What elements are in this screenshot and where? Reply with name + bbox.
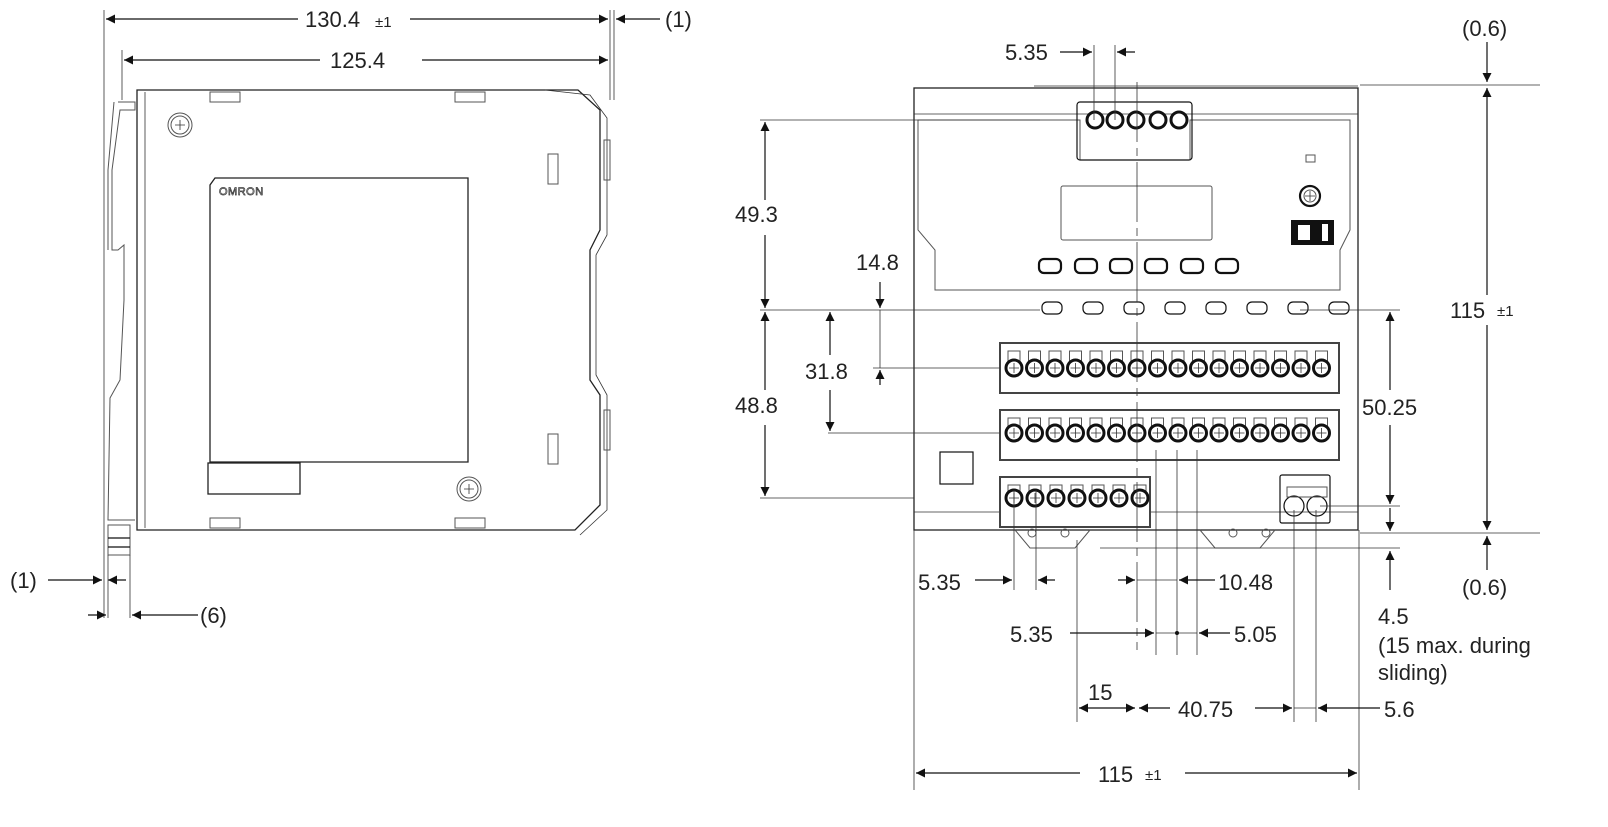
button-row xyxy=(1037,257,1240,275)
terminal-hole xyxy=(1148,110,1168,130)
product-label: OMRON xyxy=(207,177,469,495)
terminal-hole xyxy=(1085,110,1105,130)
terminal-block-row-3 xyxy=(999,476,1151,528)
indicator-icon xyxy=(1305,154,1316,163)
terminal-block-row-2 xyxy=(999,409,1340,461)
display-window xyxy=(1060,185,1213,241)
dim-overall-depth-tol: ±1 xyxy=(375,14,392,31)
side-view: OMRON 130.4 ±1 (1) 125.4 (1) (6) xyxy=(10,7,692,628)
dim-upper-height: 49.3 xyxy=(735,202,778,227)
led-row xyxy=(1041,301,1350,315)
adjust-dial-icon xyxy=(1298,184,1322,208)
panel-button[interactable] xyxy=(1108,257,1134,275)
dim-top-pitch: 5.35 xyxy=(1005,40,1048,65)
terminal-block-row-1 xyxy=(999,342,1340,394)
dim-mid-pitch: 5.35 xyxy=(1010,622,1053,647)
dim-terminal-span: 50.25 xyxy=(1362,395,1417,420)
dim-overall-width-tol: ±1 xyxy=(1145,767,1162,784)
panel-button[interactable] xyxy=(1073,257,1099,275)
front-view: 5.35 49.3 48.8 14.8 31.8 50.25 115 xyxy=(735,16,1540,790)
panel-button[interactable] xyxy=(1037,257,1063,275)
screw-icon xyxy=(167,112,193,138)
dim-row-pitch-a: 10.48 xyxy=(1218,570,1273,595)
top-terminal-block xyxy=(1076,101,1193,161)
dim-slide-note-line1: (15 max. during xyxy=(1378,633,1531,658)
dim-rail-clip: (6) xyxy=(200,603,227,628)
dim-power-pitch: 5.6 xyxy=(1384,697,1415,722)
panel-button[interactable] xyxy=(1214,257,1240,275)
din-clip xyxy=(107,101,136,556)
dim-body-depth: 125.4 xyxy=(330,48,385,73)
dim-bottom-gap: (0.6) xyxy=(1462,575,1507,600)
dim-center-to-power: 40.75 xyxy=(1178,697,1233,722)
dim-overall-height-tol: ±1 xyxy=(1497,303,1514,320)
marker-square xyxy=(939,451,974,485)
screw-icon xyxy=(456,476,482,502)
dim-left-offset: 15 xyxy=(1088,680,1112,705)
dim-lower-height: 48.8 xyxy=(735,393,778,418)
dim-slide-travel: 4.5 xyxy=(1378,604,1409,629)
dim-mid-pitch-b: 5.05 xyxy=(1234,622,1277,647)
panel-button[interactable] xyxy=(1179,257,1205,275)
terminal-hole xyxy=(1126,110,1146,130)
dim-top-gap: (0.6) xyxy=(1462,16,1507,41)
dim-row-offset: 31.8 xyxy=(805,359,848,384)
brand-logo: OMRON xyxy=(219,186,264,198)
sub-label xyxy=(207,462,301,495)
dim-led-offset: 14.8 xyxy=(856,250,899,275)
panel-button[interactable] xyxy=(1143,257,1169,275)
dim-slide-note-line2: sliding) xyxy=(1378,660,1448,685)
dim-overall-height: 115 xyxy=(1450,298,1485,323)
terminal-hole xyxy=(1169,110,1189,130)
dim-right-gap: (1) xyxy=(665,7,692,32)
switch-icon xyxy=(1291,220,1334,245)
dim-overall-depth: 130.4 xyxy=(305,7,360,32)
dim-left-gap: (1) xyxy=(10,568,37,593)
dim-overall-width: 115 xyxy=(1098,762,1133,787)
dim-bottom-pitch: 5.35 xyxy=(918,570,961,595)
